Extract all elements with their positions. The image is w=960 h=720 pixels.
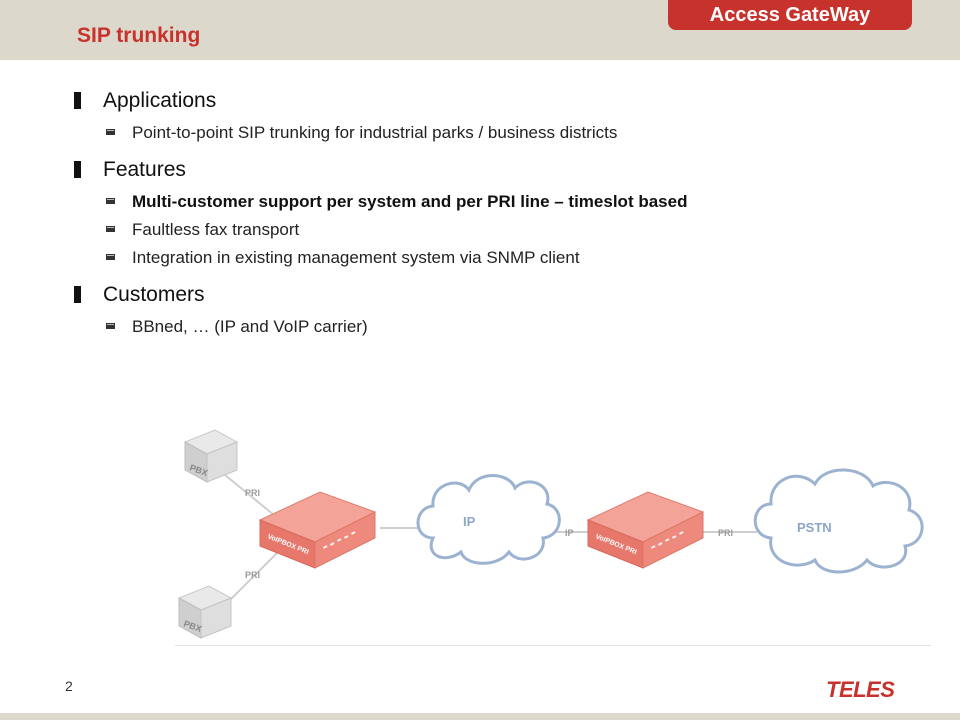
footer-band — [0, 713, 960, 720]
pstn-cloud-icon: PSTN — [753, 468, 924, 574]
slide-content: Applications Point-to-point SIP trunking… — [0, 84, 960, 341]
list-item-text: Multi-customer support per system and pe… — [132, 192, 688, 211]
page-title: SIP trunking — [77, 24, 201, 47]
list-item-text: Point-to-point SIP trunking for industri… — [132, 123, 618, 142]
bar-bullet-icon — [74, 92, 81, 109]
list-item-text: Integration in existing management syste… — [132, 248, 580, 267]
list-item: Integration in existing management syste… — [106, 247, 960, 269]
link-line — [224, 474, 281, 521]
teles-logo: TELES — [826, 677, 896, 700]
list-item: Point-to-point SIP trunking for industri… — [106, 122, 960, 144]
section-heading: Customers — [103, 283, 205, 306]
bar-bullet-icon — [74, 161, 81, 178]
link-label-pri-top: PRI — [245, 488, 260, 498]
list-item: Multi-customer support per system and pe… — [106, 191, 960, 213]
pbx-bottom-icon: PBX — [177, 585, 233, 639]
link-label-ip: IP — [565, 528, 574, 538]
square-bullet-icon — [106, 226, 115, 232]
square-bullet-icon — [106, 323, 115, 329]
link-line — [224, 549, 281, 606]
square-bullet-icon — [106, 129, 115, 135]
list-item-text: BBned, … (IP and VoIP carrier) — [132, 317, 368, 336]
section-heading: Features — [103, 158, 186, 181]
ip-cloud-icon: IP — [416, 474, 561, 565]
square-bullet-icon — [106, 254, 115, 260]
product-tab: Access GateWay — [668, 0, 912, 30]
cloud-ip-label: IP — [463, 514, 476, 529]
divider — [175, 645, 931, 646]
list-item: BBned, … (IP and VoIP carrier) — [106, 316, 960, 338]
voipbox-left-device: VoIPBOX PRI — [258, 491, 377, 569]
list-item: Faultless fax transport — [106, 219, 960, 241]
section-applications: Applications — [74, 86, 960, 116]
voipbox-right-device: VoIPBOX PRI — [586, 491, 705, 569]
section-heading: Applications — [103, 89, 217, 112]
logo-text: TELES — [826, 677, 895, 700]
link-label-pri-right: PRI — [718, 528, 733, 538]
list-item-text: Faultless fax transport — [132, 220, 300, 239]
bar-bullet-icon — [74, 286, 81, 303]
square-bullet-icon — [106, 198, 115, 204]
link-label-pri-bottom: PRI — [245, 570, 260, 580]
network-diagram: PBX PBX PRI PRI VoIPBOX PRI IP IP VoIPBO — [177, 429, 924, 639]
page-number: 2 — [65, 678, 73, 694]
section-features: Features — [74, 155, 960, 185]
cloud-pstn-label: PSTN — [797, 520, 832, 535]
pbx-top-icon: PBX — [183, 429, 239, 483]
section-customers: Customers — [74, 280, 960, 310]
